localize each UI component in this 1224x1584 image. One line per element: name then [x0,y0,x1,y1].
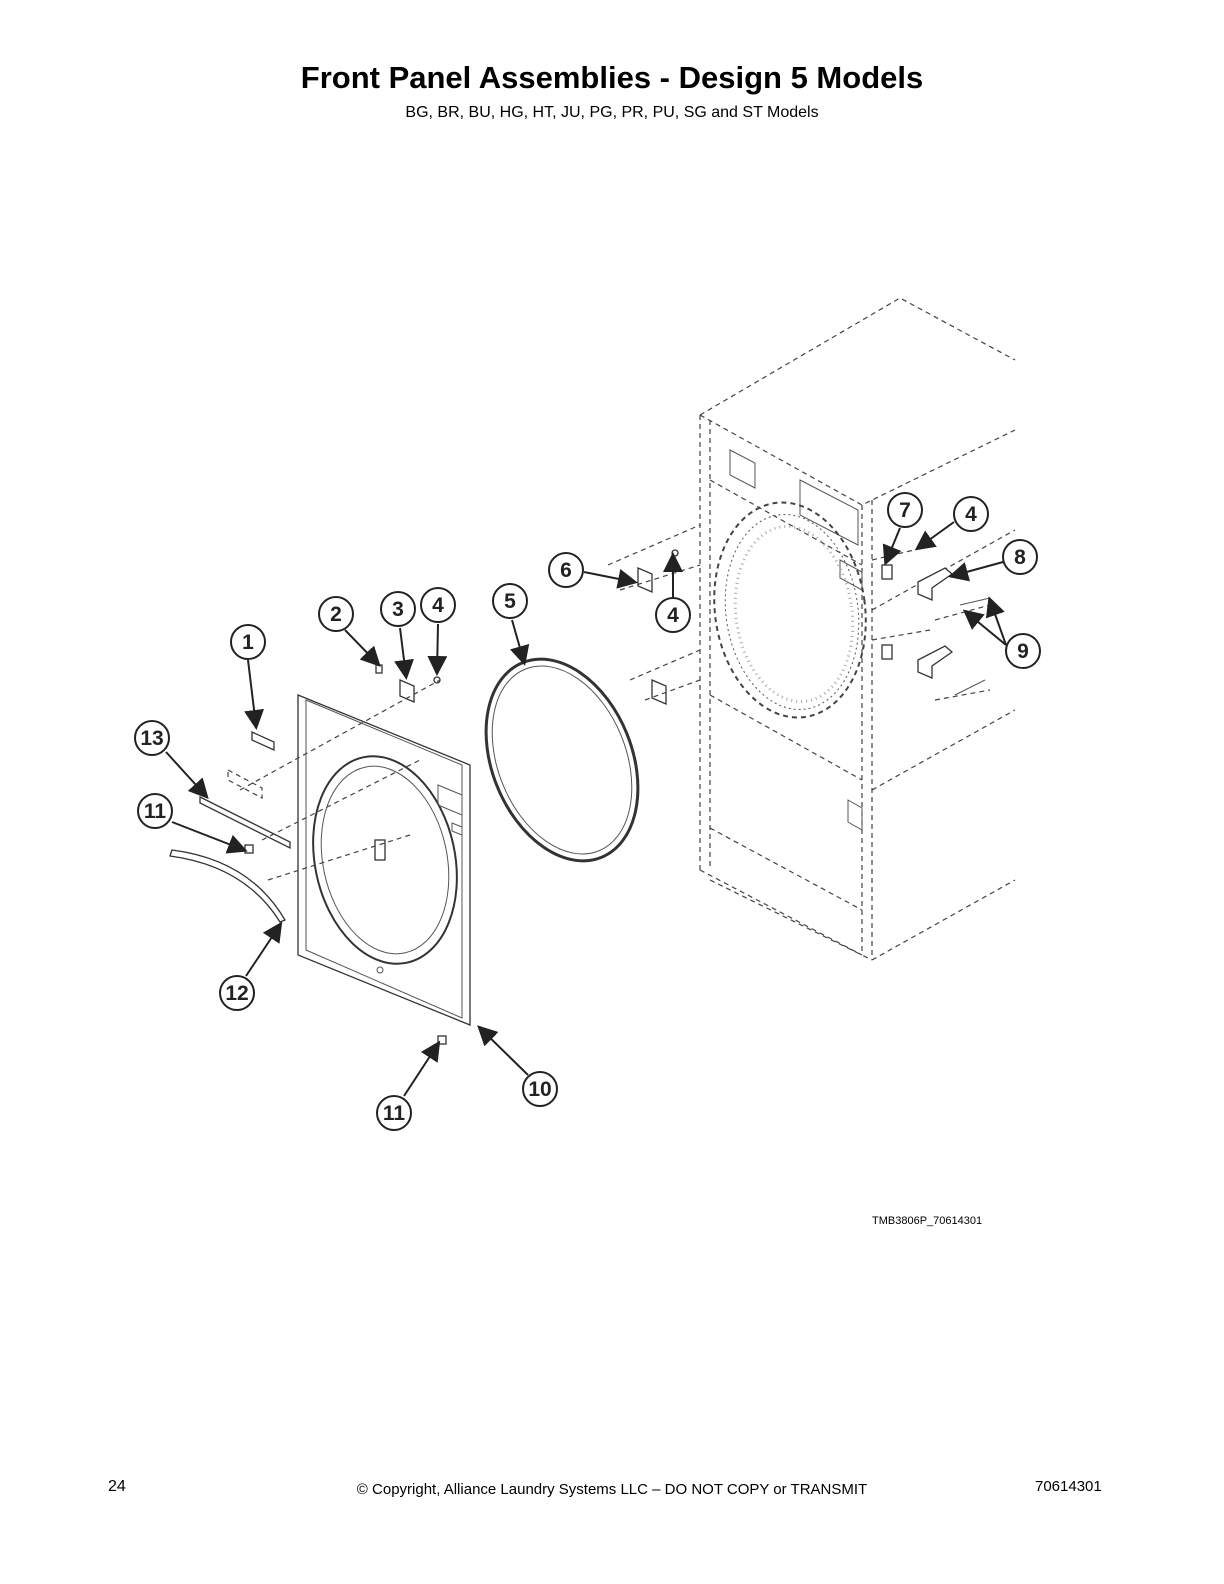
callout-12: 12 [219,975,255,1011]
callout-6: 6 [548,552,584,588]
page-subtitle: BG, BR, BU, HG, HT, JU, PG, PR, PU, SG a… [405,104,819,121]
callout-11a: 11 [137,793,173,829]
callout-label: 12 [225,982,248,1005]
callout-label: 4 [432,594,444,617]
callout-label: 8 [1014,546,1026,569]
callout-label: 9 [1017,640,1029,663]
callout-label: 5 [504,590,516,613]
callout-label: 7 [899,499,911,522]
callout-8: 8 [1002,539,1038,575]
callout-3: 3 [380,591,416,627]
callout-label: 11 [144,800,167,823]
page-title: Front Panel Assemblies - Design 5 Models [300,60,924,95]
page-number: 24 [108,1478,126,1495]
copyright-notice: © Copyright, Alliance Laundry Systems LL… [356,1481,868,1498]
callout-label: 10 [528,1078,551,1101]
callout-label: 6 [560,559,572,582]
callout-4a: 4 [420,587,456,623]
callout-11b: 11 [376,1095,412,1131]
callout-label: 13 [140,727,163,750]
callout-1: 1 [230,624,266,660]
front-panel [227,694,471,1026]
callout-9: 9 [1005,633,1041,669]
callout-7: 7 [887,492,923,528]
callout-label: 2 [330,603,342,626]
callout-label: 3 [392,598,404,621]
callout-13: 13 [134,720,170,756]
document-number: 70614301 [1035,1478,1102,1495]
figure-id: TMB3806P_70614301 [872,1215,983,1227]
callout-label: 11 [383,1102,406,1125]
dryer-cabinet [699,297,1016,961]
callout-2: 2 [318,596,354,632]
callout-4b: 4 [655,597,691,633]
callout-10: 10 [522,1071,558,1107]
callout-label: 4 [965,503,977,526]
callout-label: 4 [667,604,679,627]
callout-label: 1 [242,631,254,654]
callout-4c: 4 [953,496,989,532]
callout-5: 5 [492,583,528,619]
